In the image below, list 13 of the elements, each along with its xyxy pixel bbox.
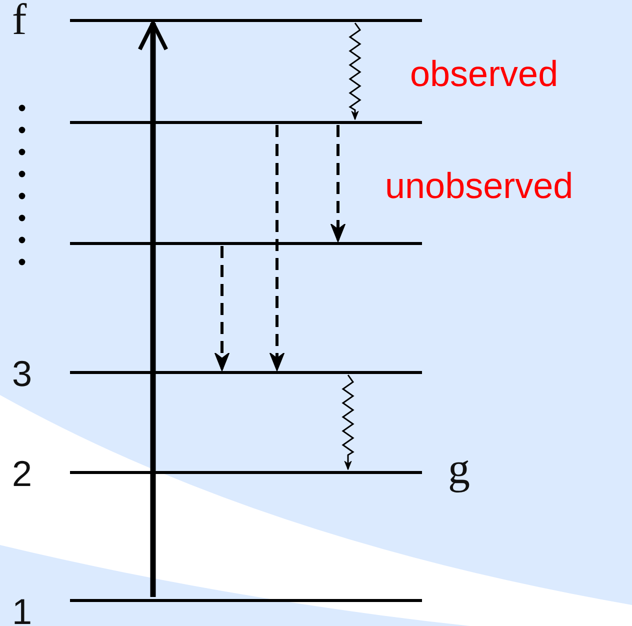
wavy-arrow bbox=[348, 22, 362, 120]
level-label: 2 bbox=[12, 456, 32, 492]
level-label: 1 bbox=[12, 594, 32, 626]
arrow bbox=[138, 21, 168, 597]
dashed-arrow bbox=[269, 125, 285, 372]
dashed-arrow bbox=[214, 246, 230, 372]
wavy-arrow bbox=[342, 374, 354, 470]
level-label: 3 bbox=[12, 356, 32, 392]
level-label: f bbox=[12, 0, 27, 42]
transition-note: observed bbox=[410, 56, 558, 92]
transition-note: unobserved bbox=[385, 168, 574, 204]
level-label: g bbox=[448, 447, 470, 491]
dashed-arrow bbox=[330, 125, 346, 242]
